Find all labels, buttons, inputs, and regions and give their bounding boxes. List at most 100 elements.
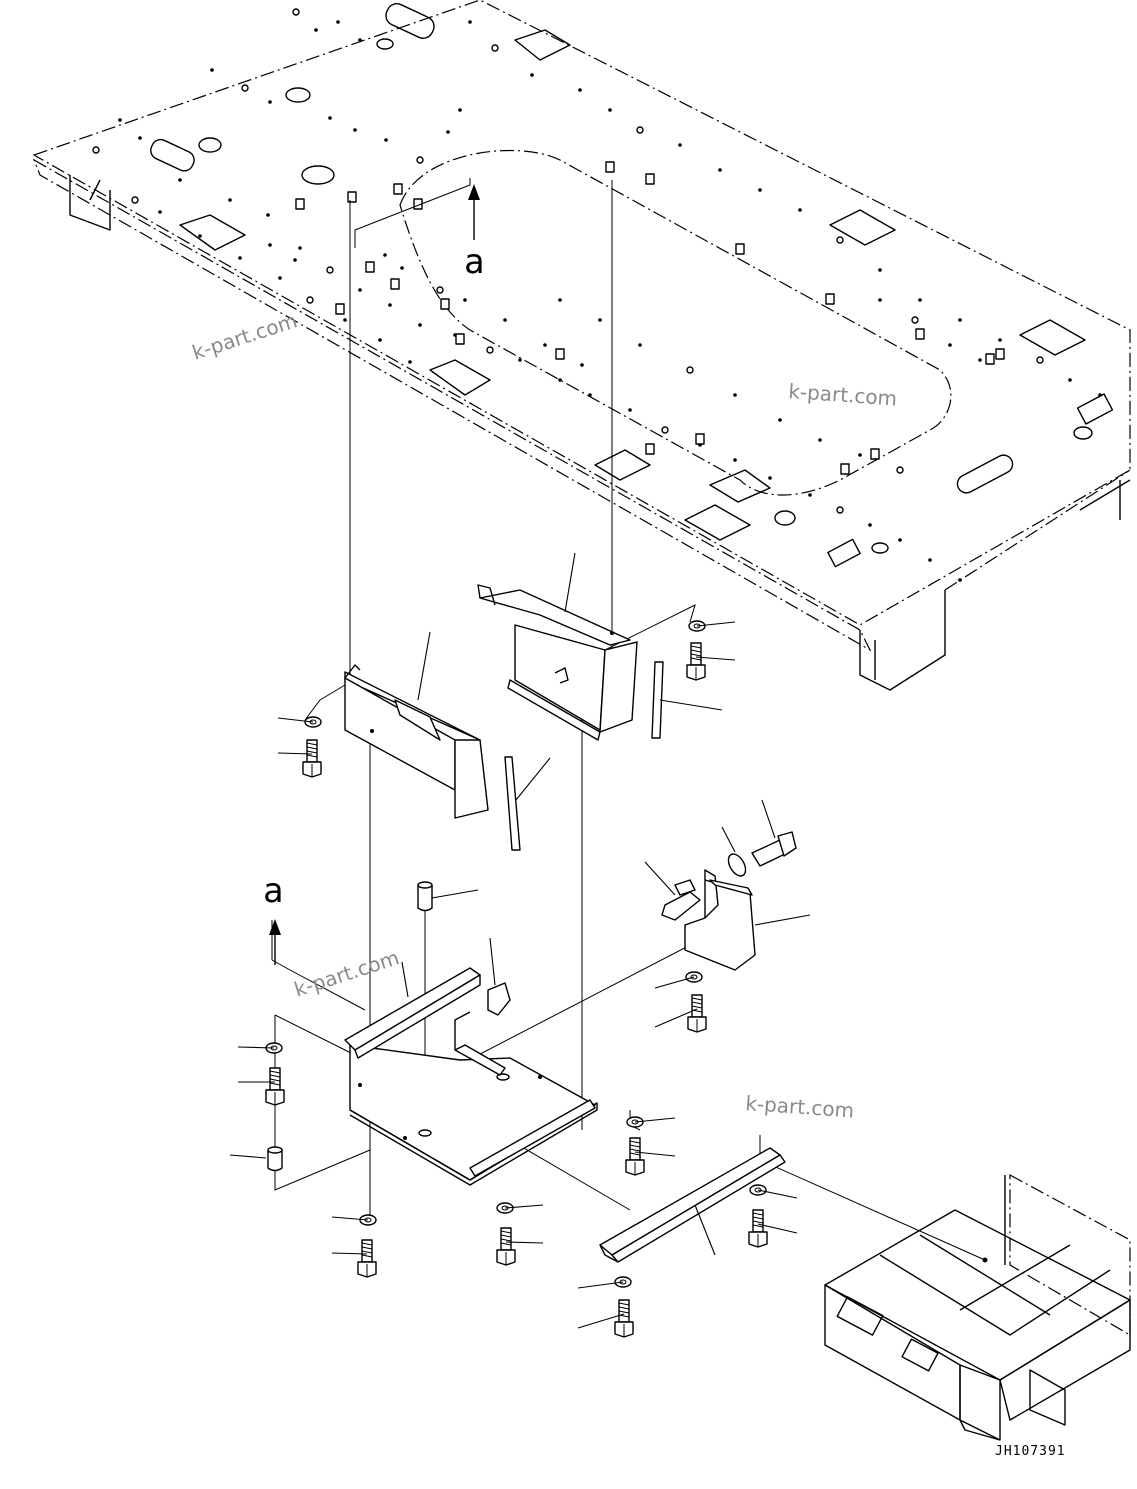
watermark-1: k-part.com bbox=[189, 308, 300, 364]
rail-bar bbox=[599, 1147, 786, 1263]
frame-hole bbox=[543, 343, 547, 347]
leader-line bbox=[577, 1313, 625, 1329]
frame-hole bbox=[328, 116, 332, 120]
leader-line bbox=[757, 1223, 798, 1234]
frame-hole bbox=[878, 268, 882, 272]
frame-hole bbox=[578, 88, 582, 92]
bolt-thread bbox=[690, 657, 702, 661]
leader-line bbox=[331, 1252, 368, 1255]
frame-hole bbox=[326, 266, 334, 274]
bolt-thread bbox=[269, 1078, 281, 1082]
leader-line bbox=[634, 1117, 676, 1123]
leader-line bbox=[277, 752, 313, 755]
leader-line bbox=[504, 1204, 544, 1209]
frame-hole bbox=[558, 378, 562, 382]
bolt-thread bbox=[629, 1140, 641, 1144]
frame-hole bbox=[446, 130, 450, 134]
leader-line bbox=[696, 621, 736, 627]
small-bracket bbox=[487, 937, 511, 1016]
frame-stud bbox=[393, 183, 403, 195]
frame-hole bbox=[178, 178, 182, 182]
frame-hole bbox=[268, 243, 272, 247]
frame-hole bbox=[878, 298, 882, 302]
bolt-thread bbox=[752, 1220, 764, 1224]
watermark-4: k-part.com bbox=[745, 1091, 855, 1123]
frame-hole bbox=[418, 323, 422, 327]
frame-hole bbox=[638, 343, 642, 347]
frame-hole bbox=[198, 234, 202, 238]
bolt-thread bbox=[306, 754, 318, 758]
bolt-thread bbox=[500, 1242, 512, 1246]
frame-hole bbox=[416, 156, 424, 164]
right-upper-cover bbox=[477, 552, 638, 741]
leader-line bbox=[634, 1151, 676, 1157]
bolt-thread bbox=[691, 997, 703, 1001]
floor-frame-plate bbox=[32, 0, 1131, 691]
leader-line bbox=[654, 1008, 698, 1028]
frame-hole bbox=[628, 408, 632, 412]
frame-hole bbox=[608, 108, 612, 112]
leader-line bbox=[505, 1241, 544, 1244]
leader-line bbox=[277, 717, 314, 723]
watermark-3: k-part.com bbox=[291, 945, 402, 1001]
frame-hole bbox=[686, 366, 694, 374]
frame-hole bbox=[918, 298, 922, 302]
bolt-thread bbox=[618, 1306, 630, 1310]
frame-hole bbox=[836, 506, 844, 514]
frame-hole bbox=[383, 253, 387, 257]
frame-hole bbox=[636, 126, 644, 134]
frame-hole bbox=[463, 298, 467, 302]
fasteners bbox=[237, 620, 798, 1338]
leader-line bbox=[654, 976, 695, 989]
frame-stud bbox=[555, 348, 565, 360]
frame-hole bbox=[758, 188, 762, 192]
frame-hole bbox=[298, 246, 302, 250]
frame-hole bbox=[400, 266, 404, 270]
bolt-thread bbox=[269, 1082, 281, 1086]
frame-stud bbox=[390, 278, 400, 290]
frame-hole bbox=[314, 28, 318, 32]
frame-stud bbox=[440, 298, 450, 310]
section-marker-bottom-label: a bbox=[263, 871, 283, 911]
frame-hole bbox=[998, 338, 1002, 342]
frame-hole bbox=[241, 84, 249, 92]
watermark-2: k-part.com bbox=[788, 379, 898, 411]
frame-hole bbox=[598, 318, 602, 322]
right-seal-strip bbox=[651, 661, 723, 739]
frame-stud bbox=[735, 243, 745, 255]
frame-hole bbox=[408, 360, 412, 364]
frame-hole bbox=[718, 168, 722, 172]
leader-line bbox=[695, 656, 736, 661]
bolt-thread bbox=[629, 1148, 641, 1152]
bolt-thread bbox=[361, 1250, 373, 1254]
frame-hole bbox=[306, 296, 314, 304]
frame-hole bbox=[733, 458, 737, 462]
frame-stud bbox=[995, 348, 1005, 360]
bracket-cover bbox=[684, 869, 811, 971]
frame-hole bbox=[898, 538, 902, 542]
frame-hole bbox=[978, 358, 982, 362]
frame-stud bbox=[840, 463, 850, 475]
frame-hole bbox=[210, 68, 214, 72]
bolt-thread bbox=[629, 1152, 641, 1156]
base-tray bbox=[344, 961, 598, 1186]
guide-pin bbox=[417, 881, 479, 912]
frame-stud bbox=[645, 173, 655, 185]
frame-stud bbox=[825, 293, 835, 305]
left-upper-cover bbox=[344, 631, 489, 819]
frame-hole bbox=[293, 258, 297, 262]
frame-hole bbox=[92, 146, 100, 154]
frame-hole bbox=[378, 338, 382, 342]
frame-hole bbox=[1036, 356, 1044, 364]
bolt-thread bbox=[691, 1001, 703, 1005]
frame-hole bbox=[958, 318, 962, 322]
frame-hole bbox=[958, 578, 962, 582]
inclined-bolt bbox=[721, 799, 797, 877]
frame-hole bbox=[131, 196, 139, 204]
bolt-thread bbox=[691, 1005, 703, 1009]
frame-stud bbox=[695, 433, 705, 445]
frame-hole bbox=[778, 418, 782, 422]
bolt-thread bbox=[361, 1246, 373, 1250]
bolt-thread bbox=[690, 653, 702, 657]
